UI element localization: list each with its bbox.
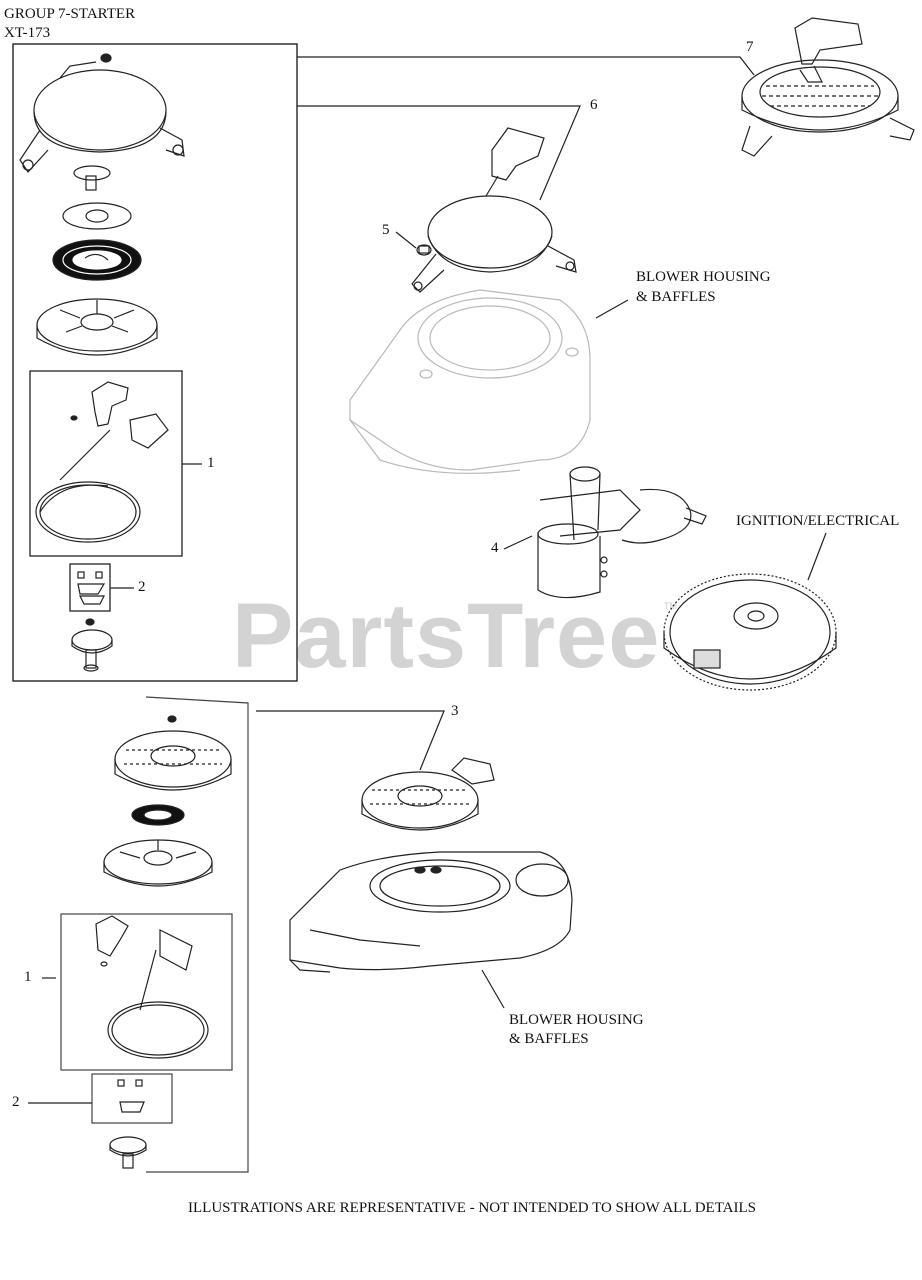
leader-6	[297, 105, 581, 201]
leader-5	[395, 231, 417, 249]
leader-3	[256, 710, 445, 771]
bottom-starter-housing-part	[114, 715, 232, 791]
callout-1-top: 1	[207, 455, 215, 471]
part-7-starter-assembly	[741, 17, 915, 157]
part-5-nut	[416, 244, 432, 256]
part-6-starter	[411, 127, 577, 293]
leader-blower-top	[595, 299, 629, 319]
blower-housing-bottom-part	[289, 851, 573, 973]
bottom-spring-part	[131, 804, 185, 826]
leader-ignition	[807, 532, 827, 581]
rope-handle-part-top	[59, 381, 169, 481]
leader-blower-bottom	[481, 969, 505, 1009]
callout-6: 6	[590, 97, 598, 113]
callout-5: 5	[382, 222, 390, 238]
pawl-plate-part-top	[71, 618, 113, 672]
pawl-kit-frame-bottom	[91, 1073, 173, 1124]
recoil-spring-part	[52, 239, 142, 281]
center-bolt-part	[73, 165, 111, 191]
pulley-part	[36, 298, 158, 356]
bottom-kit-frame	[145, 696, 249, 1173]
retainer-part	[62, 202, 132, 230]
rope-coil-part-top	[35, 481, 141, 543]
pawl-springs-part-bottom	[117, 1079, 145, 1113]
bottom-pulley-part	[103, 839, 213, 887]
callout-2-top: 2	[138, 579, 146, 595]
part-4-starter-motor	[537, 466, 707, 599]
rope-kit-frame-bottom	[60, 913, 233, 1071]
label-blower-housing-bottom-2: & BAFFLES	[509, 1031, 589, 1047]
pawl-springs-part-top	[77, 571, 106, 605]
flywheel-part	[663, 573, 837, 691]
callout-3: 3	[451, 703, 459, 719]
pawl-plate-part-bottom	[109, 1136, 147, 1169]
rope-kit-frame-top	[29, 370, 183, 557]
leader-7	[297, 56, 755, 76]
callout-7: 7	[746, 39, 754, 55]
rope-handle-part-bottom	[95, 915, 193, 1011]
callout-4: 4	[491, 540, 499, 556]
starter-kit-frame	[12, 43, 298, 682]
label-blower-housing-top-1: BLOWER HOUSING	[636, 269, 771, 285]
label-ignition-electrical: IGNITION/ELECTRICAL	[736, 513, 900, 529]
watermark-trademark: TM	[664, 601, 677, 611]
label-blower-housing-top-2: & BAFFLES	[636, 289, 716, 305]
starter-housing-part	[19, 53, 185, 173]
leader-4	[503, 535, 533, 550]
part-3-starter	[361, 757, 495, 831]
footer-disclaimer: ILLUSTRATIONS ARE REPRESENTATIVE - NOT I…	[188, 1200, 756, 1216]
watermark: PartsTree	[232, 585, 661, 687]
label-blower-housing-bottom-1: BLOWER HOUSING	[509, 1012, 644, 1028]
callout-2-bottom: 2	[12, 1094, 20, 1110]
blower-housing-top-part	[349, 289, 591, 474]
callout-1-bottom: 1	[24, 969, 32, 985]
rope-coil-part-bottom	[107, 1001, 209, 1059]
diagram-code: XT-173	[4, 25, 51, 41]
group-title: GROUP 7-STARTER	[4, 6, 136, 22]
